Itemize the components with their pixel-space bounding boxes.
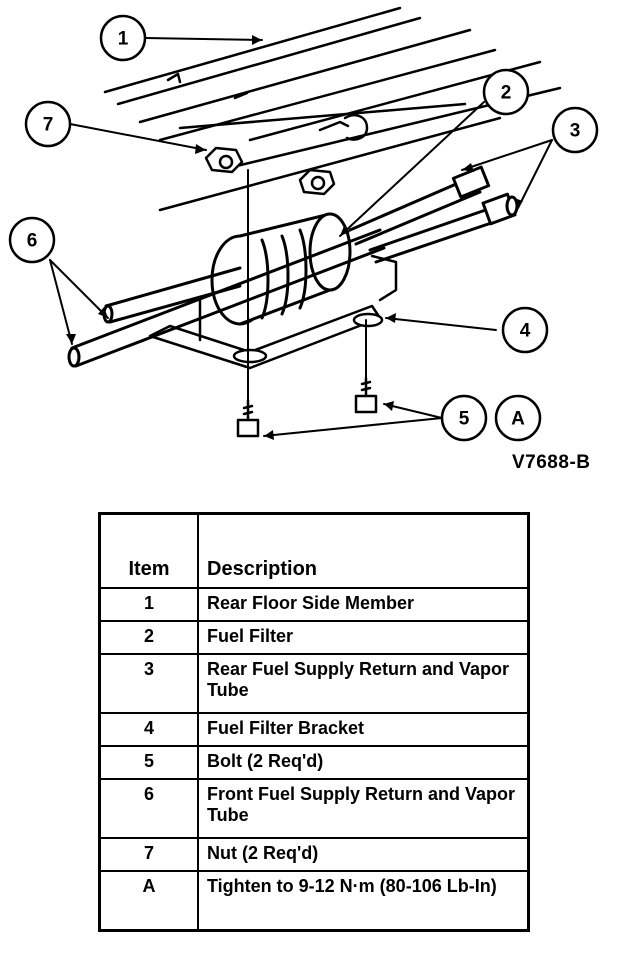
legend-description: Rear Floor Side Member	[197, 587, 530, 622]
fuel-filter-body	[210, 212, 352, 326]
legend-item: 5	[98, 745, 199, 780]
callout-label-6: 6	[27, 231, 38, 252]
legend-row: 5 Bolt (2 Req'd)	[98, 745, 530, 780]
legend-description: Front Fuel Supply Return and Vapor Tube	[197, 778, 530, 839]
legend-description: Bolt (2 Req'd)	[197, 745, 530, 780]
legend-item: A	[98, 870, 199, 932]
figure-id: V7688-B	[512, 452, 591, 473]
legend-description: Fuel Filter Bracket	[197, 712, 530, 747]
bolts	[236, 376, 378, 438]
callout-label-a: A	[511, 409, 525, 430]
leader-arrowheads	[66, 35, 523, 440]
floor-side-member	[103, 6, 562, 212]
callout-label-2: 2	[501, 83, 512, 104]
legend-description: Tighten to 9-12 N·m (80-106 Lb-In)	[197, 870, 530, 932]
legend-row: 1 Rear Floor Side Member	[98, 587, 530, 622]
legend-item: 7	[98, 837, 199, 872]
callout-label-5: 5	[459, 409, 470, 430]
fuel-filter-bracket	[148, 254, 398, 370]
legend-item: 6	[98, 778, 199, 839]
callout-label-3: 3	[570, 121, 581, 142]
legend-description: Nut (2 Req'd)	[197, 837, 530, 872]
nuts	[204, 146, 336, 196]
legend-item: 1	[98, 587, 199, 622]
legend-header-row: Item Description	[98, 512, 530, 589]
legend-row: 3 Rear Fuel Supply Return and Vapor Tube	[98, 653, 530, 714]
callout-label-4: 4	[520, 321, 531, 342]
legend-item: 4	[98, 712, 199, 747]
fastener-centerlines	[247, 169, 367, 401]
legend-description: Fuel Filter	[197, 620, 530, 655]
leader-lines	[49, 37, 553, 437]
legend-description: Rear Fuel Supply Return and Vapor Tube	[197, 653, 530, 714]
legend-item: 2	[98, 620, 199, 655]
legend-row: 4 Fuel Filter Bracket	[98, 712, 530, 747]
legend-row: A Tighten to 9-12 N·m (80-106 Lb-In)	[98, 870, 530, 932]
legend-header-item: Item	[98, 512, 199, 589]
legend-header-description: Description	[197, 512, 530, 589]
callout-label-7: 7	[43, 115, 54, 136]
legend-row: 2 Fuel Filter	[98, 620, 530, 655]
callout-circles	[8, 14, 599, 442]
legend-item: 3	[98, 653, 199, 714]
legend-row: 7 Nut (2 Req'd)	[98, 837, 530, 872]
legend-row: 6 Front Fuel Supply Return and Vapor Tub…	[98, 778, 530, 839]
legend-table: Item Description 1 Rear Floor Side Membe…	[98, 512, 530, 932]
front-fuel-tubes	[67, 228, 386, 368]
rear-fuel-tubes	[348, 165, 519, 264]
fuel-filter-diagram: 1 2 3 4 5 6 7 A	[8, 6, 599, 442]
callout-label-1: 1	[118, 29, 129, 50]
